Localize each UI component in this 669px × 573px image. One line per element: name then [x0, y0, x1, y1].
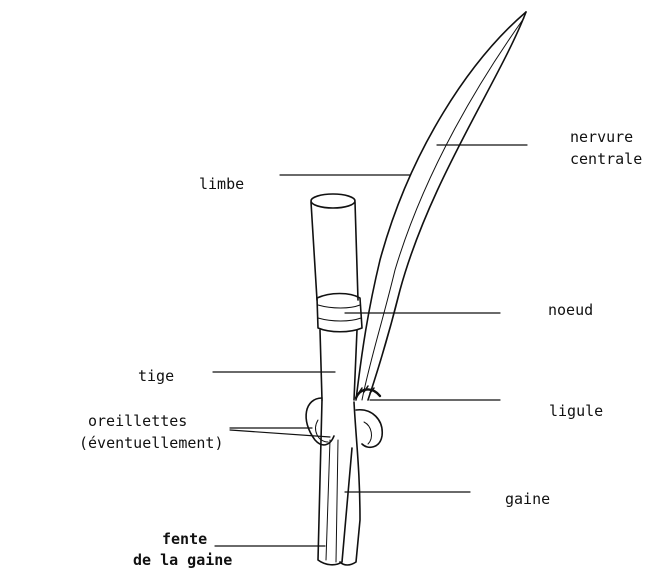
stem-lower — [320, 330, 357, 400]
label-noeud: noeud — [548, 301, 593, 319]
label-oreillettes-line2: (éventuellement) — [79, 434, 224, 452]
auricles — [306, 398, 382, 447]
ligule — [356, 386, 380, 398]
label-nervure-line2: centrale — [570, 150, 642, 168]
label-limbe: limbe — [199, 175, 244, 193]
leader-lines — [213, 145, 527, 546]
label-tige: tige — [138, 367, 174, 385]
label-nervure-line1: nervure — [570, 128, 633, 146]
label-fente-line1: fente — [162, 530, 207, 548]
label-ligule: ligule — [549, 402, 603, 420]
label-fente-line2: de la gaine — [133, 551, 232, 569]
label-gaine: gaine — [505, 490, 550, 508]
leaf-blade — [356, 12, 526, 400]
stem-top — [311, 194, 358, 300]
sheath — [318, 400, 360, 565]
label-oreillettes-line1: oreillettes — [88, 412, 187, 430]
